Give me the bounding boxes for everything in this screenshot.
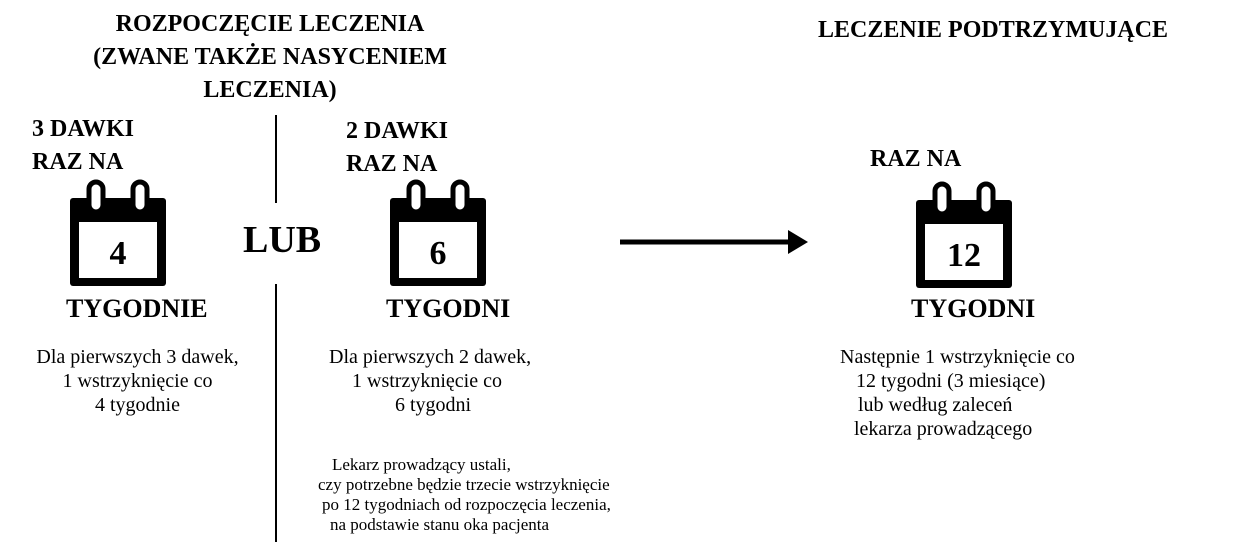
option-b-note-line-2: czy potrzebne będzie trzecie wstrzyknięc… — [318, 475, 610, 494]
option-b-note-line-4: na podstawie stanu oka pacjenta — [330, 515, 550, 534]
option-b-dose-label: 2 DAWKI RAZ NA — [346, 115, 448, 181]
option-a-dose-frequency: RAZ NA — [32, 149, 124, 175]
option-a-unit: TYGODNIE — [66, 294, 208, 323]
calendar-icon — [916, 181, 1012, 288]
maintenance-dose-label: RAZ NA — [870, 146, 962, 172]
maintenance-week-number: 12 — [947, 237, 981, 274]
option-b-note: Lekarz prowadzący ustali, czy potrzebne … — [318, 455, 698, 535]
option-b-note-line-1: Lekarz prowadzący ustali, — [332, 455, 511, 474]
option-b-calendar: 6 — [388, 178, 488, 288]
calendar-icon — [70, 179, 166, 286]
maintenance-calendar: 12 — [914, 180, 1014, 290]
option-a-description-line-3: 4 tygodnie — [95, 394, 180, 416]
divider-top — [275, 115, 277, 203]
maintenance-heading: LECZENIE PODTRZYMUJĄCE — [818, 17, 1169, 43]
option-a-description-line-2: 1 wstrzyknięcie co — [62, 370, 213, 392]
option-b-dose-frequency: RAZ NA — [346, 151, 438, 177]
option-b-description-line-3: 6 tygodni — [395, 394, 472, 416]
maintenance-description-line-4: lekarza prowadzącego — [854, 418, 1033, 440]
option-a-dose-label: 3 DAWKI RAZ NA — [32, 113, 134, 179]
maintenance-description-line-3: lub według zaleceń — [858, 394, 1013, 416]
option-a-description: Dla pierwszych 3 dawek, 1 wstrzyknięcie … — [0, 345, 275, 417]
option-b-description-line-2: 1 wstrzyknięcie co — [352, 370, 502, 392]
option-b-description: Dla pierwszych 2 dawek, 1 wstrzyknięcie … — [329, 345, 539, 417]
option-b-dose-count: 2 DAWKI — [346, 118, 449, 144]
arrow-right-icon — [620, 230, 808, 254]
initiation-heading-line-1: ROZPOCZĘCIE LECZENIA — [115, 11, 425, 37]
maintenance-description: Następnie 1 wstrzyknięcie co 12 tygodni … — [840, 345, 1140, 441]
option-b-unit: TYGODNI — [386, 294, 511, 323]
option-a-calendar: 4 — [68, 178, 168, 288]
option-a-dose-count: 3 DAWKI — [32, 116, 135, 142]
initiation-heading-line-3: LECZENIA) — [203, 77, 337, 103]
calendar-icon — [390, 179, 486, 286]
initiation-heading-line-2: (ZWANE TAKŻE NASYCENIEM — [93, 44, 447, 70]
option-a-week-number: 4 — [109, 235, 127, 272]
option-b-description-line-1: Dla pierwszych 2 dawek, — [329, 346, 532, 368]
maintenance-unit: TYGODNI — [911, 294, 1036, 323]
divider-bottom — [275, 284, 277, 542]
option-a-description-line-1: Dla pierwszych 3 dawek, — [36, 346, 239, 368]
or-label: LUB — [243, 219, 322, 261]
maintenance-description-line-1: Następnie 1 wstrzyknięcie co — [840, 346, 1075, 368]
maintenance-description-line-2: 12 tygodni (3 miesiące) — [856, 370, 1046, 392]
initiation-heading: ROZPOCZĘCIE LECZENIA (ZWANE TAKŻE NASYCE… — [60, 8, 480, 107]
option-b-note-line-3: po 12 tygodniach od rozpoczęcia leczenia… — [322, 495, 611, 514]
option-b-week-number: 6 — [429, 235, 447, 272]
